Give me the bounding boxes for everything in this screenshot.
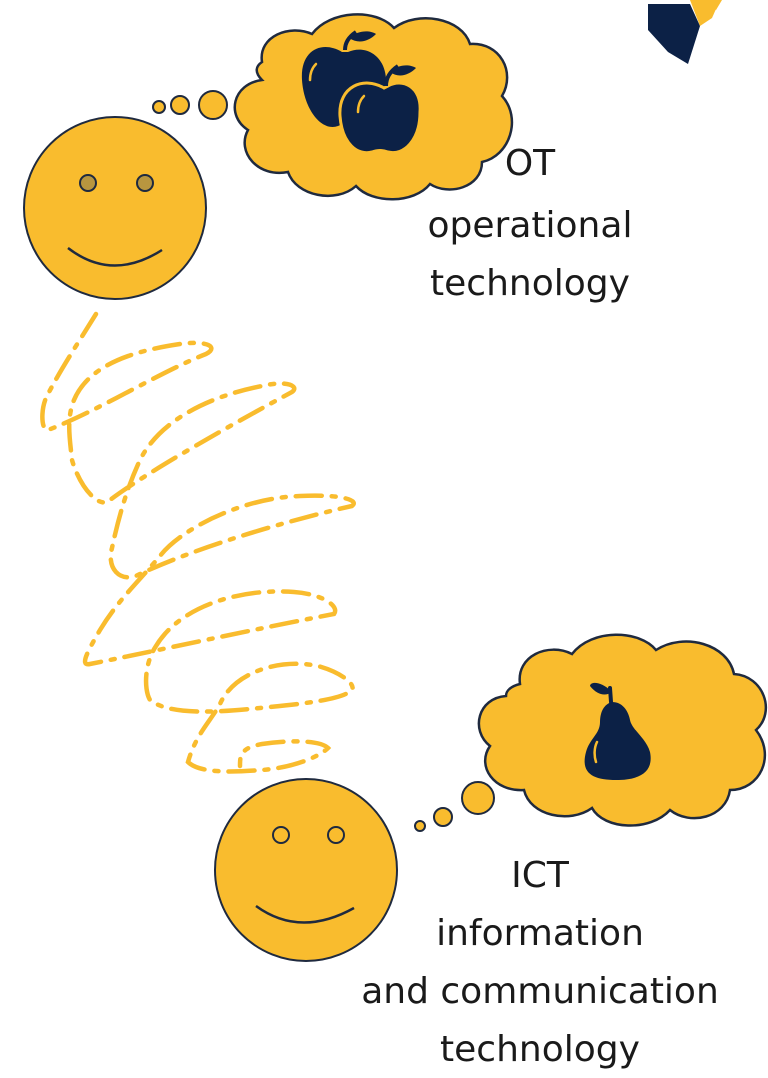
ot-label-line-3: technology <box>430 263 630 304</box>
apples-icon <box>301 30 422 155</box>
top-face-smile <box>67 247 163 267</box>
ict-label-line-3: and communication <box>361 971 719 1012</box>
top-face-right-eye <box>136 174 154 192</box>
top-person-face <box>23 116 207 300</box>
ot-label-line-2: operational <box>427 205 633 246</box>
bottom-face-right-eye <box>327 826 345 844</box>
dash-dot-connector <box>40 311 356 774</box>
corner-logo <box>648 0 722 64</box>
bottom-person-face <box>214 778 398 962</box>
bottom-face-smile <box>255 904 355 924</box>
ot-label-line-1: OT <box>504 143 556 184</box>
ict-label-line-1: ICT <box>511 855 569 896</box>
pear-icon <box>584 682 651 780</box>
ict-label-line-2: information <box>436 913 644 954</box>
bottom-face-left-eye <box>272 826 290 844</box>
ict-label-line-4: technology <box>440 1029 640 1070</box>
top-face-left-eye <box>79 174 97 192</box>
bottom-thought-bubble <box>414 633 767 832</box>
